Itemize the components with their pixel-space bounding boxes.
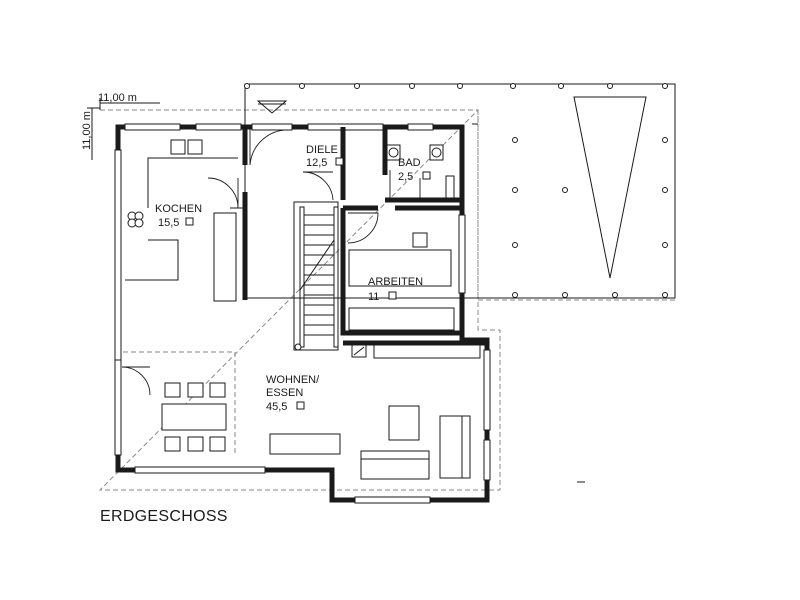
area-wohnen: 45,5 xyxy=(266,401,287,413)
living-dining-furniture xyxy=(123,344,481,480)
floor-title: ERDGESCHOSS xyxy=(100,508,228,525)
study-furniture xyxy=(348,232,455,331)
area-symbol-bad xyxy=(422,171,431,180)
area-symbol-arbeiten xyxy=(388,291,397,300)
width-dimension-label: 11,00 m xyxy=(98,92,137,104)
area-diele: 12,5 xyxy=(306,157,327,169)
area-bad: 2,5 xyxy=(398,171,413,183)
entrance-marker xyxy=(256,100,288,114)
interior-walls xyxy=(242,127,487,346)
label-arbeiten: ARBEITEN xyxy=(368,276,423,288)
label-kochen: KOCHEN xyxy=(155,203,202,215)
area-arbeiten: 11 xyxy=(368,291,379,303)
label-bad: BAD xyxy=(398,157,421,169)
label-diele: DIELE xyxy=(306,144,338,156)
terrace-triangle-marker xyxy=(573,96,647,279)
area-symbol-kochen xyxy=(185,217,194,226)
door-swings xyxy=(121,127,421,396)
room-labels: KOCHEN 15,5 DIELE 12,5 BAD 2,5 ARBEITEN … xyxy=(155,144,431,413)
bathroom-fixtures xyxy=(386,144,455,203)
label-wohnen: WOHNEN/ xyxy=(266,374,320,386)
staircase xyxy=(293,201,339,351)
area-symbol-diele xyxy=(335,157,344,166)
terrace-posts xyxy=(244,83,668,298)
area-kochen: 15,5 xyxy=(158,217,179,229)
kitchen-furniture xyxy=(125,139,245,302)
label-essen: ESSEN xyxy=(266,387,303,399)
area-symbol-wohnen xyxy=(296,401,305,410)
height-dimension-label: 11,00 m xyxy=(81,111,93,150)
